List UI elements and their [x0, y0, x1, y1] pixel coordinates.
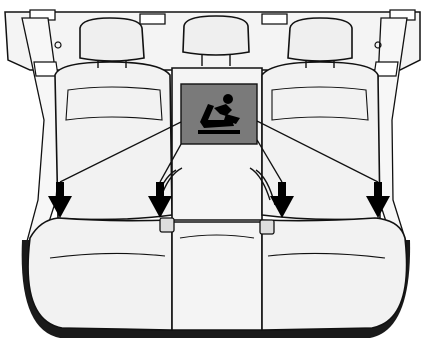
child-seat-callout [181, 84, 257, 144]
seat-cushions [28, 218, 407, 330]
